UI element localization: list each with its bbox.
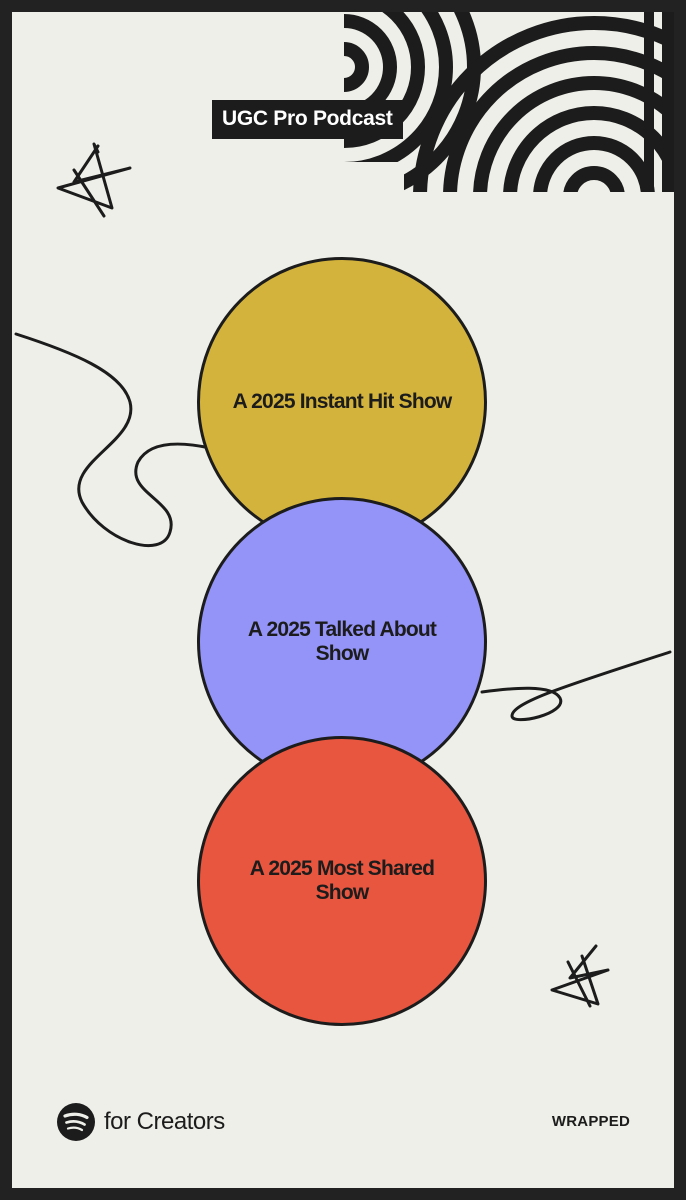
spotify-for-creators-logo: for Creators (56, 1102, 225, 1142)
star-doodle-icon (550, 944, 610, 1006)
squiggle-doodle-icon (480, 650, 672, 722)
badge-label: A 2025 Instant Hit Show (232, 390, 453, 413)
badge-circle-most-shared: A 2025 Most Shared Show (197, 736, 487, 1026)
op-art-pattern-icon (344, 12, 674, 192)
wrapped-card: UGC Pro Podcast A 2025 Instant Hit Show … (12, 12, 674, 1188)
squiggle-doodle-icon (14, 332, 212, 548)
podcast-title-badge: UGC Pro Podcast (212, 100, 403, 139)
badge-label: A 2025 Most Shared Show (249, 857, 435, 904)
brand-text: for Creators (104, 1108, 225, 1135)
wrapped-label: WRAPPED (551, 1113, 630, 1130)
doodle-layer (14, 142, 672, 1008)
badge-label: A 2025 Talked About Show (247, 618, 437, 665)
spotify-logo-icon (57, 1103, 95, 1141)
star-doodle-icon (56, 142, 132, 210)
